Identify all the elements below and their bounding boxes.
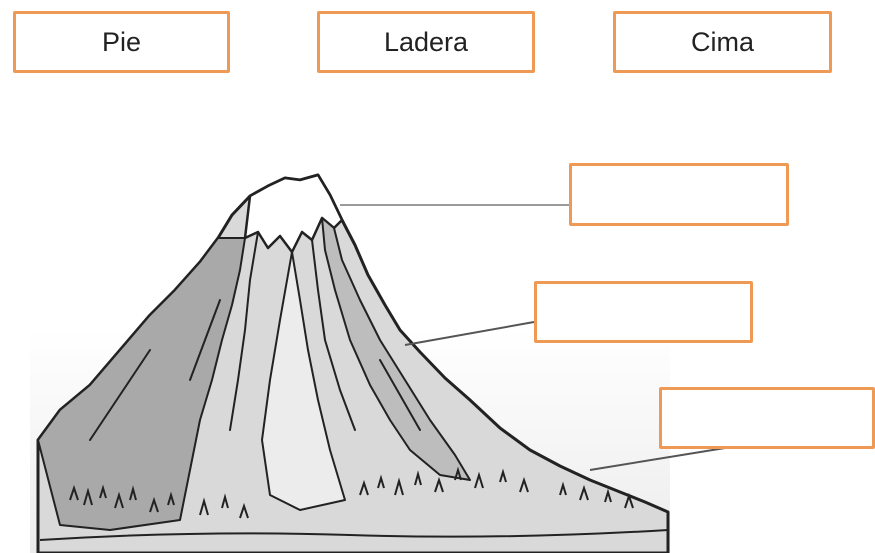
ridge-lines	[89, 231, 421, 441]
leader-line-slope	[404, 321, 535, 346]
forest-marks	[69, 466, 634, 519]
word-box-cima[interactable]: Cima	[613, 11, 832, 73]
left-shaded-face	[37, 237, 246, 531]
word-box-ladera[interactable]: Ladera	[317, 11, 535, 73]
ground-line	[39, 529, 669, 541]
central-gully	[261, 251, 346, 511]
word-cima-label: Cima	[690, 26, 754, 57]
answer-box-base[interactable]	[659, 387, 875, 449]
word-box-pie[interactable]: Pie	[13, 11, 230, 73]
leader-line-base	[589, 447, 726, 471]
word-ladera-label: Ladera	[383, 26, 469, 57]
right-shaded-face	[321, 217, 471, 481]
answer-box-slope[interactable]	[534, 281, 753, 343]
answer-box-summit[interactable]	[569, 163, 789, 226]
word-pie-label: Pie	[101, 26, 142, 57]
